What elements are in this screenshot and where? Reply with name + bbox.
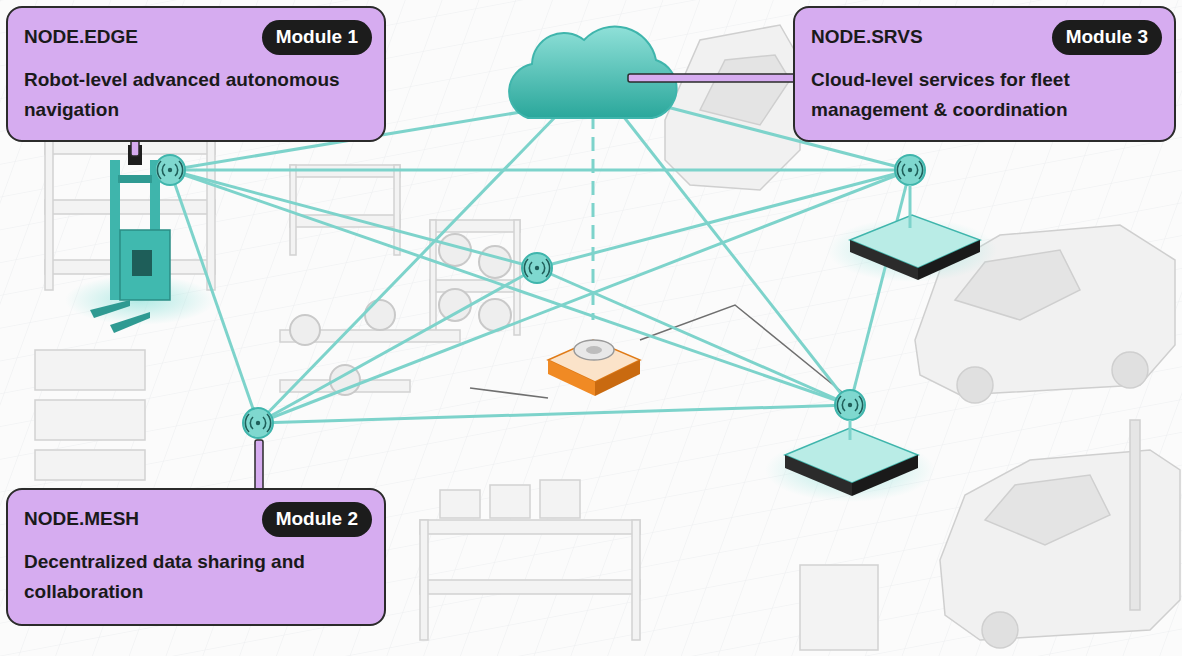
tire-stack: [365, 300, 395, 330]
delivery-robot: [548, 360, 595, 396]
module-callout-box: NODE.MESHDecentralized data sharing and …: [6, 488, 386, 626]
storage-shelf: [35, 400, 145, 440]
mobile-robot: [850, 240, 918, 280]
forklift-robot: [118, 175, 152, 183]
wireless-node: [155, 155, 925, 438]
wireless-dot: [908, 168, 912, 172]
car-body: [982, 612, 1018, 648]
module-badge-label: Module 3: [1066, 25, 1148, 49]
storage-shelf: [45, 200, 215, 214]
forklift-robot: [90, 300, 130, 318]
storage-shelf: [35, 350, 145, 390]
mesh-link: [850, 170, 910, 405]
tire-stack: [439, 289, 471, 321]
storage-shelf: [45, 140, 53, 290]
forklift-robot: [65, 145, 215, 333]
car-body: [700, 55, 790, 125]
leader-line: [628, 74, 796, 82]
module-description: Robot-level advanced autonomous navigati…: [24, 65, 368, 125]
forklift-robot: [110, 312, 150, 333]
mobile-robot: [785, 455, 852, 496]
car-body: [1130, 420, 1140, 610]
mobile-robot: [918, 240, 980, 280]
storage-shelf: [440, 490, 480, 518]
storage-shelf: [35, 450, 145, 480]
cloud-icon: [509, 26, 676, 118]
storage-shelf: [490, 485, 530, 518]
storage-shelf: [290, 165, 296, 255]
wireless-symbol: [157, 161, 182, 179]
mesh-link: [620, 112, 850, 405]
mesh-link: [170, 100, 910, 423]
mesh-link: [170, 169, 910, 172]
wireless-symbol: [245, 414, 270, 432]
wireless-node: [155, 155, 185, 185]
wireless-symbol: [157, 161, 922, 432]
car-body: [957, 367, 993, 403]
module-callout-box: NODE.SRVSCloud-level services for fleet …: [793, 6, 1176, 142]
mesh-link: [170, 170, 537, 268]
cloud-icon: [509, 26, 676, 118]
mesh-link: [258, 268, 537, 423]
wireless-symbol: [837, 396, 862, 414]
route-line: [470, 388, 548, 398]
leader-line: [255, 440, 263, 490]
tire-stack: [290, 234, 511, 395]
wireless-node: [243, 408, 273, 438]
car-body: [940, 450, 1180, 640]
module-badge-label: Module 1: [276, 25, 358, 49]
module-badge: Module 3: [1052, 20, 1162, 55]
delivery-robot: [595, 360, 640, 396]
wireless-dot: [848, 403, 852, 407]
module-description: Decentralized data sharing and collabora…: [24, 547, 368, 607]
route-line: [640, 305, 842, 392]
mobile-robot: [765, 215, 997, 502]
mesh-link: [537, 268, 850, 405]
module-description: Cloud-level services for fleet managemen…: [811, 65, 1158, 125]
module-callout-box: NODE.EDGERobot-level advanced autonomous…: [6, 6, 386, 142]
tire-stack: [479, 246, 511, 278]
car-body: [1112, 352, 1148, 388]
storage-shelf: [540, 480, 580, 518]
storage-shelf: [800, 565, 878, 650]
storage-shelf: [430, 220, 436, 335]
mesh-link: [170, 170, 850, 405]
tire-stack: [290, 315, 320, 345]
wireless-node: [835, 390, 865, 420]
storage-shelf: [632, 520, 640, 640]
car-body: [985, 475, 1110, 545]
module-badge: Module 1: [262, 20, 372, 55]
forklift-robot: [132, 250, 152, 276]
forklift-robot: [120, 230, 170, 300]
module-badge: Module 2: [262, 502, 372, 537]
mesh-link: [258, 112, 560, 423]
storage-shelf: [420, 580, 640, 594]
wireless-dot: [535, 266, 539, 270]
storage-shelf: [420, 520, 428, 640]
mesh-link: [258, 170, 910, 423]
wireless-dot: [168, 168, 172, 172]
wireless-dot: [168, 168, 912, 425]
car-body: [665, 25, 800, 190]
wireless-symbol: [524, 259, 549, 277]
node-stem: [849, 420, 852, 440]
wireless-symbol: [897, 161, 922, 179]
delivery-robot: [548, 340, 640, 396]
dashed-link: [592, 115, 595, 320]
wireless-node: [522, 253, 552, 283]
storage-shelf: [394, 165, 400, 255]
mobile-robot: [852, 455, 918, 496]
delivery-robot: [574, 340, 614, 360]
wireless-node: [895, 155, 925, 185]
wireless-dot: [256, 421, 260, 425]
module-badge-label: Module 2: [276, 507, 358, 531]
mesh-link: [258, 405, 850, 423]
node-stem: [909, 185, 912, 228]
delivery-robot: [586, 346, 602, 354]
storage-shelf: [420, 520, 640, 534]
